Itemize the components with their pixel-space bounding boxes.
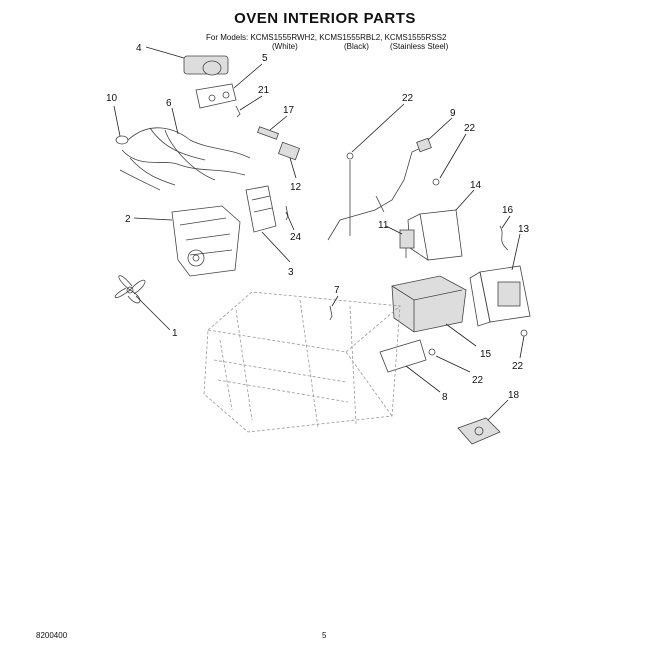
callout-16: 16 bbox=[502, 205, 514, 216]
callout-4: 4 bbox=[136, 43, 142, 54]
model-list: For Models: KCMS1555RWH2, KCMS1555RBL2, … bbox=[206, 33, 447, 42]
callout-22a: 22 bbox=[402, 93, 414, 104]
page-number: 5 bbox=[322, 631, 327, 640]
callout-21: 21 bbox=[258, 85, 270, 96]
doc-number: 8200400 bbox=[36, 631, 68, 640]
magnetron-part bbox=[469, 265, 531, 327]
color-black: (Black) bbox=[344, 42, 369, 51]
wire-16-part bbox=[499, 225, 509, 251]
screw-22b-part bbox=[432, 178, 440, 186]
callout-17: 17 bbox=[283, 105, 295, 116]
callout-8: 8 bbox=[442, 392, 448, 403]
callout-24: 24 bbox=[290, 232, 302, 243]
callout-3: 3 bbox=[288, 267, 294, 278]
callout-2: 2 bbox=[125, 214, 131, 225]
callout-9: 9 bbox=[450, 108, 456, 119]
wire-harness-part bbox=[115, 127, 251, 191]
callout-11: 11 bbox=[378, 220, 389, 231]
callout-5: 5 bbox=[262, 53, 268, 64]
callout-18: 18 bbox=[508, 390, 520, 401]
part-17 bbox=[257, 126, 279, 140]
callout-10: 10 bbox=[106, 93, 118, 104]
callout-15: 15 bbox=[480, 349, 492, 360]
callout-numbers: 4 5 21 10 6 17 12 22 9 22 14 2 24 3 11 1… bbox=[106, 43, 530, 403]
fan-blade-part bbox=[114, 275, 146, 304]
bracket-14-part bbox=[407, 209, 463, 261]
leader-lines bbox=[113, 46, 525, 421]
capacitor-part bbox=[183, 55, 229, 76]
callout-14: 14 bbox=[470, 180, 482, 191]
callout-6: 6 bbox=[166, 98, 172, 109]
callout-22d: 22 bbox=[512, 361, 524, 372]
page-title: OVEN INTERIOR PARTS bbox=[234, 10, 416, 27]
callout-22c: 22 bbox=[472, 375, 484, 386]
transformer-part bbox=[391, 275, 467, 333]
part-18 bbox=[457, 417, 501, 445]
screw-22d-part bbox=[520, 329, 528, 337]
callout-1: 1 bbox=[172, 328, 178, 339]
screw-7-part bbox=[329, 305, 333, 321]
fan-motor-part bbox=[171, 205, 241, 277]
callout-12: 12 bbox=[290, 182, 302, 193]
callout-7: 7 bbox=[334, 285, 340, 296]
capacitor-bracket-part bbox=[195, 83, 237, 109]
part-11 bbox=[399, 229, 415, 258]
part-3-housing bbox=[245, 185, 277, 233]
thermal-cable-part bbox=[327, 137, 432, 241]
callout-22b: 22 bbox=[464, 123, 476, 134]
color-white: (White) bbox=[272, 42, 298, 51]
color-stainless: (Stainless Steel) bbox=[390, 42, 449, 51]
screw-21-part bbox=[235, 105, 241, 118]
oven-cavity-part bbox=[203, 291, 401, 433]
diode-part bbox=[379, 339, 436, 373]
part-12 bbox=[277, 141, 301, 161]
callout-13: 13 bbox=[518, 224, 530, 235]
